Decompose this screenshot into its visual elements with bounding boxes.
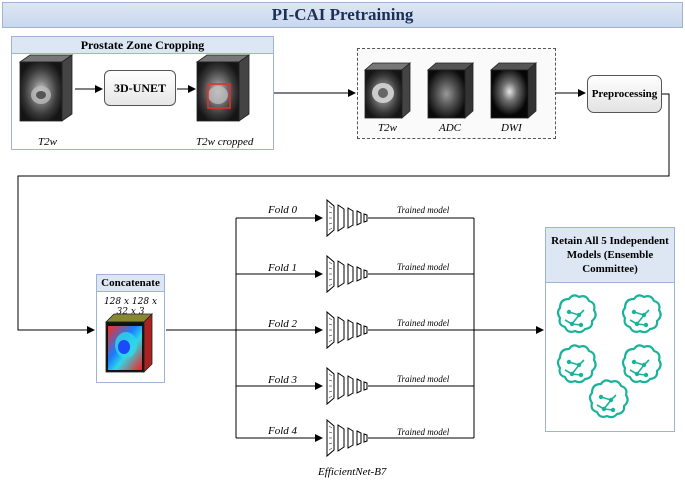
fold-label-1: Fold 1 — [268, 262, 298, 274]
efficientnet-block-1 — [326, 255, 368, 293]
ai-brain-icon — [556, 344, 597, 384]
fold-label-3: Fold 3 — [268, 374, 298, 386]
fold-label-0: Fold 0 — [268, 204, 298, 216]
ai-brain-icon — [556, 294, 597, 334]
modality-label-dwi: DWI — [501, 122, 522, 134]
ai-brain-icon — [621, 344, 662, 384]
ai-brain-icon — [621, 294, 662, 334]
efficientnet-block-0 — [326, 199, 368, 237]
efficientnet-block-4 — [326, 419, 368, 457]
modality-image-t2w — [363, 62, 412, 119]
trained-model-label-3: Trained model — [397, 374, 450, 384]
modality-label-t2w: T2w — [378, 122, 397, 134]
t2w-input-image — [18, 54, 74, 122]
preprocessing-block: Preprocessing — [587, 75, 662, 113]
modality-image-dwi — [489, 62, 538, 119]
ai-brain-icon — [588, 379, 629, 419]
model-name-label: EfficientNet-B7 — [318, 466, 387, 478]
concatenated-tensor-image — [105, 313, 153, 373]
trained-model-label-1: Trained model — [397, 262, 450, 272]
t2w-cropped-image — [195, 54, 251, 122]
trained-model-label-4: Trained model — [397, 427, 450, 437]
cropping-title: Prostate Zone Cropping — [12, 37, 273, 54]
efficientnet-block-3 — [326, 367, 368, 405]
ensemble-title: Retain All 5 Independent Models (Ensembl… — [546, 228, 674, 283]
page-title: PI-CAI Pretraining — [2, 2, 683, 28]
efficientnet-block-2 — [326, 311, 368, 349]
fold-label-2: Fold 2 — [268, 318, 298, 330]
t2w-cropped-label: T2w cropped — [196, 136, 254, 148]
tensor-dims: 128 x 128 x 32 x 3 — [103, 297, 158, 317]
t2w-input-label: T2w — [38, 136, 57, 148]
unet-block: 3D-UNET — [104, 70, 176, 106]
trained-model-label-0: Trained model — [397, 205, 450, 215]
arrow-to-concatenate — [17, 93, 670, 334]
trained-model-label-2: Trained model — [397, 318, 450, 328]
modality-label-adc: ADC — [439, 122, 461, 134]
modality-image-adc — [426, 62, 475, 119]
fold-label-4: Fold 4 — [268, 425, 298, 437]
concatenate-title: Concatenate — [97, 275, 164, 292]
